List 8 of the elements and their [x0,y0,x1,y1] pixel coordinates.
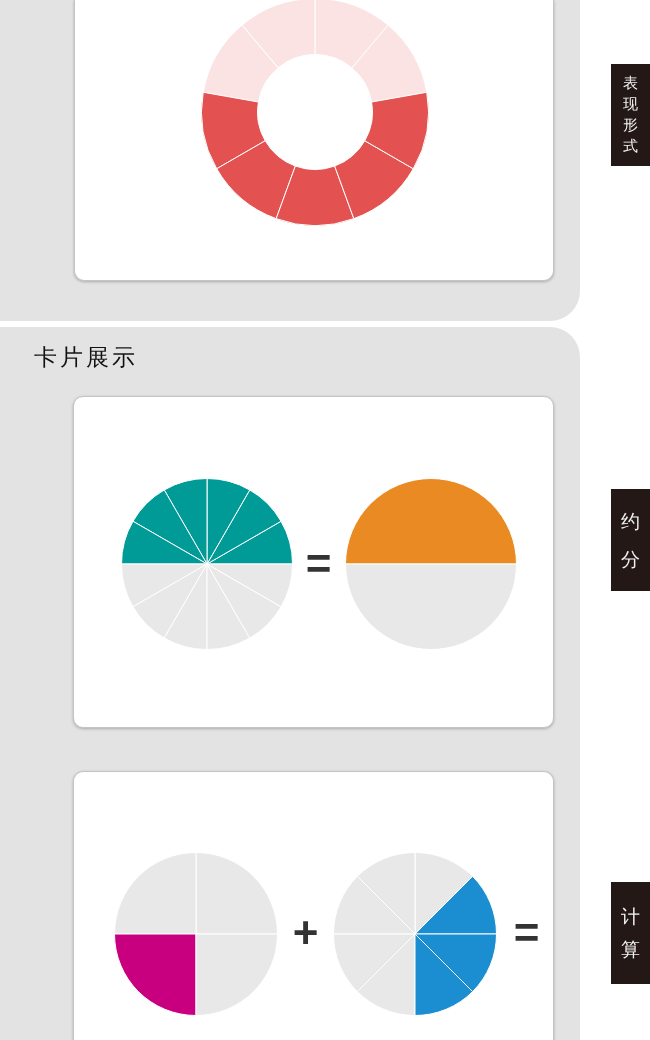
side-tab: 约分 [611,489,650,591]
math-symbol: = [513,911,540,955]
side-tab: 表现形式 [611,64,650,166]
side-tab: 计算 [611,882,650,984]
panel [0,327,580,1040]
math-symbol: + [292,910,319,955]
section-heading: 卡片展示 [34,346,138,369]
math-symbol: = [305,541,332,586]
